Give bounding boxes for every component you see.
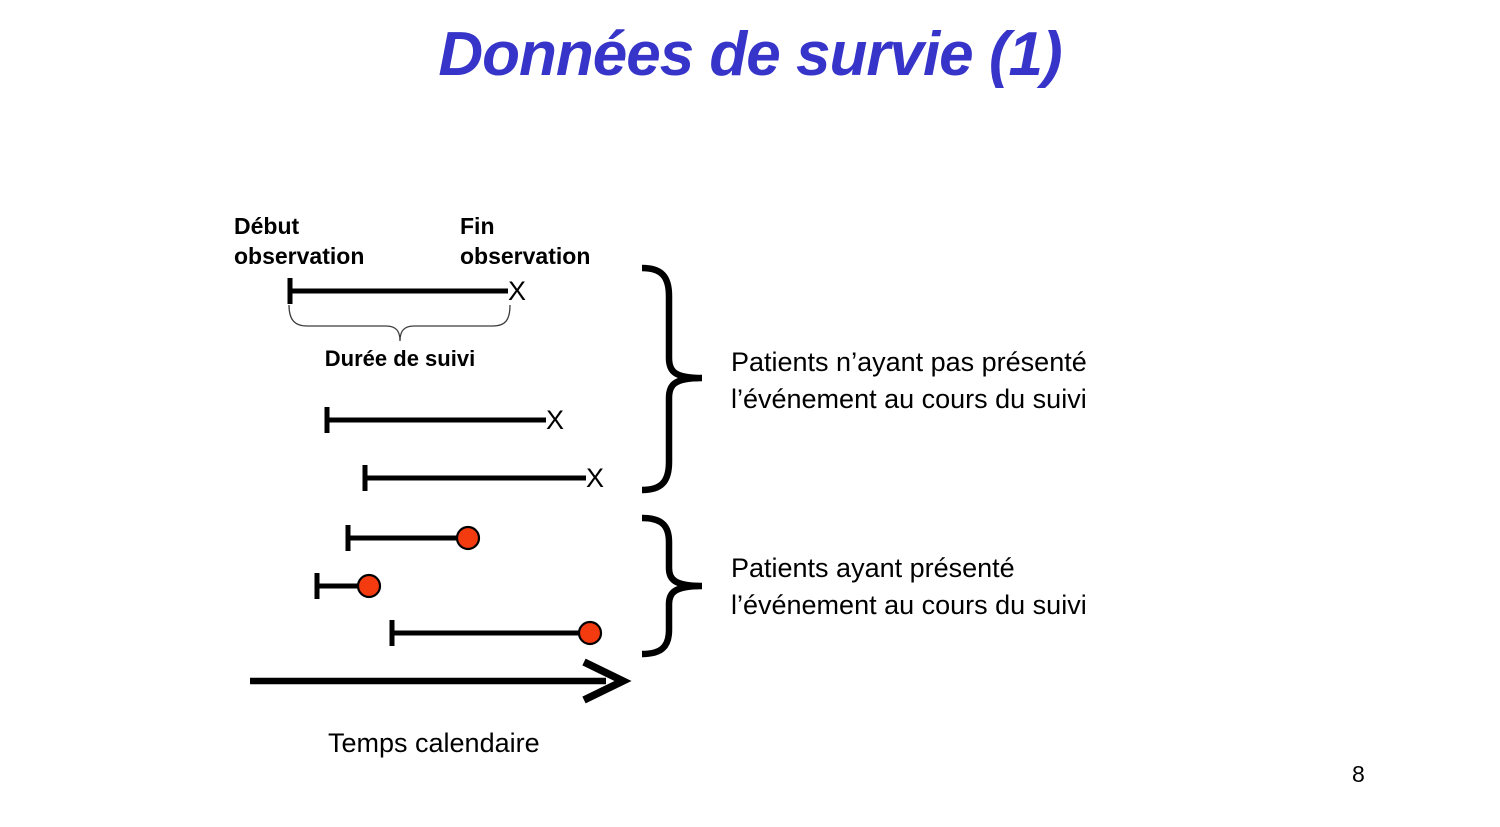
- page-number: 8: [1352, 761, 1365, 787]
- patient-timeline: [389, 620, 603, 646]
- end-observation-label: Fin observation: [460, 213, 591, 270]
- event-group-brace-icon: [641, 514, 703, 658]
- patient-timeline: [314, 573, 382, 599]
- censor-mark: X: [546, 405, 564, 435]
- patient-timeline: X: [362, 463, 604, 493]
- event-dot: [356, 573, 382, 599]
- slide-title: Données de survie (1): [438, 20, 1062, 89]
- patient-timeline: X: [287, 276, 526, 306]
- followup-duration-label: Durée de suivi: [324, 346, 476, 371]
- censor-mark: X: [508, 276, 526, 306]
- patient-timeline: [345, 525, 481, 551]
- start-observation-label: Début observation: [234, 213, 365, 270]
- time-axis-arrow-icon: [250, 658, 632, 704]
- event-dot: [577, 620, 603, 646]
- event-group-caption: Patients ayant présenté l’événement au c…: [731, 553, 1087, 620]
- patient-timeline: X: [324, 405, 564, 435]
- event-dot: [455, 525, 481, 551]
- timeline-layer: XXX: [287, 276, 604, 646]
- time-axis-label: Temps calendaire: [328, 728, 540, 758]
- censored-group-caption: Patients n’ayant pas présenté l’événemen…: [731, 347, 1087, 414]
- censored-group-brace-icon: [641, 264, 703, 494]
- censor-mark: X: [586, 463, 604, 493]
- duration-underbrace-icon: [288, 304, 511, 342]
